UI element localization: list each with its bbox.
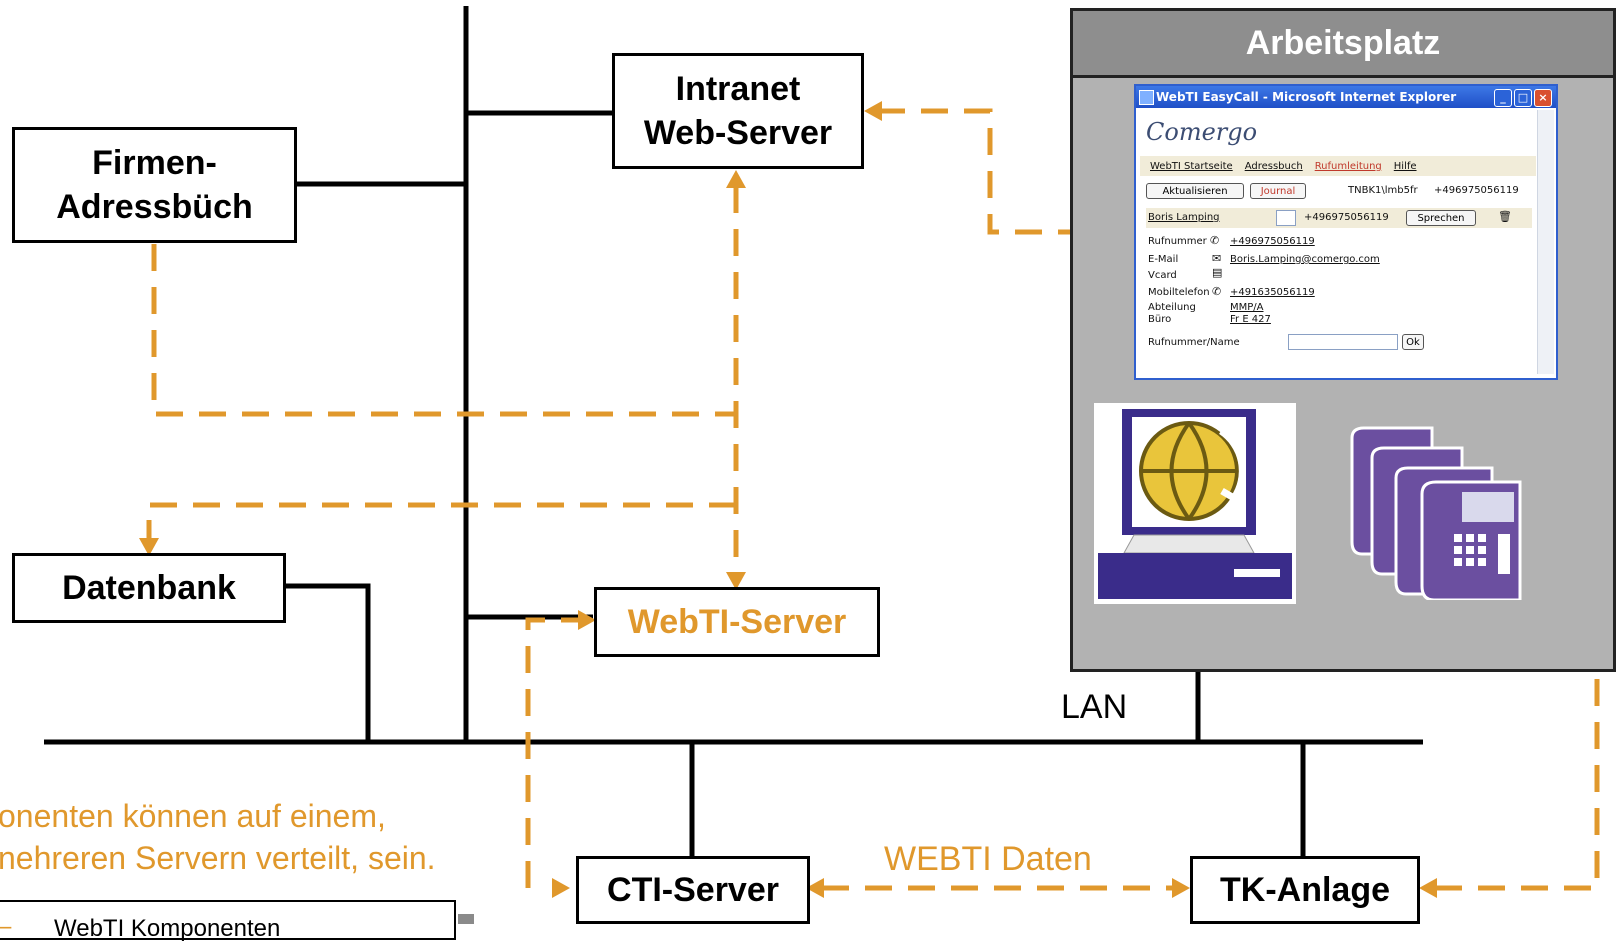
telephone-stack-icon <box>1350 426 1522 600</box>
field-label-email: E-Mail <box>1148 254 1179 265</box>
minimize-icon[interactable]: _ <box>1494 89 1512 107</box>
arrowhead <box>139 538 159 556</box>
contact-select[interactable] <box>1276 210 1296 226</box>
ok-button[interactable]: Ok <box>1402 334 1424 350</box>
browser-titlebar: WebTI EasyCall - Microsoft Internet Expl… <box>1136 86 1556 108</box>
cti-server-node: CTI-Server <box>576 856 810 924</box>
field-label-abteilung: Abteilung <box>1148 302 1196 313</box>
vertical-scrollbar[interactable] <box>1537 110 1554 374</box>
dash-intranet-workstation <box>878 108 1096 235</box>
search-input[interactable] <box>1288 334 1398 350</box>
arrowhead <box>578 610 596 630</box>
connection-lines <box>44 6 1600 898</box>
field-label-mobil: Mobiltelefon <box>1148 287 1210 298</box>
intranet-server-node: Intranet Web-Server <box>612 53 864 169</box>
arrowhead <box>552 878 570 898</box>
trash-icon[interactable]: 🗑 <box>1498 210 1512 223</box>
close-icon[interactable]: × <box>1534 89 1552 107</box>
webti-daten-label: WEBTI Daten <box>884 840 1092 878</box>
firmen-adressbuch-node: Firmen- Adressbüch <box>12 127 297 243</box>
arrowhead <box>1419 878 1437 898</box>
mail-icon: ✉ <box>1212 252 1222 265</box>
field-value-rufnummer[interactable]: +496975056119 <box>1230 236 1315 247</box>
dash-adressbuch-webti <box>151 244 736 417</box>
field-value-email[interactable]: Boris.Lamping@comergo.com <box>1230 254 1380 265</box>
refresh-button[interactable]: Aktualisieren <box>1146 183 1244 199</box>
field-value-mobil[interactable]: +491635056119 <box>1230 287 1315 298</box>
legend-label: WebTI Komponenten <box>54 915 281 942</box>
field-label-buero: Büro <box>1148 314 1172 325</box>
arrowhead <box>864 101 882 121</box>
arrowhead <box>806 878 824 898</box>
browser-window: WebTI EasyCall - Microsoft Internet Expl… <box>1134 84 1558 380</box>
user-number: +496975056119 <box>1434 185 1519 196</box>
note-line-2: nehreren Servern verteilt, sein. <box>0 840 436 876</box>
arrowhead <box>1172 878 1190 898</box>
browser-content: Comergo WebTI Startseite Adressbuch Rufu… <box>1140 110 1536 374</box>
field-value-buero: Fr E 427 <box>1230 314 1271 325</box>
dash-tk-phones <box>1435 509 1600 891</box>
workstation-title: Arbeitsplatz <box>1073 11 1613 78</box>
phone-icon: ✆ <box>1212 285 1222 298</box>
note-line-1: onenten können auf einem, <box>0 798 386 834</box>
legend-mark: – <box>0 913 11 941</box>
contact-number: +496975056119 <box>1304 212 1389 223</box>
nav-startseite[interactable]: WebTI Startseite <box>1150 160 1233 172</box>
webti-server-node: WebTI-Server <box>594 587 880 657</box>
nav-bar: WebTI Startseite Adressbuch Rufumleitung… <box>1140 156 1536 176</box>
speak-button[interactable]: Sprechen <box>1406 210 1476 226</box>
nav-adressbuch[interactable]: Adressbuch <box>1244 160 1303 172</box>
dash-webti-datenbank <box>146 502 736 542</box>
nav-hilfe[interactable]: Hilfe <box>1393 160 1417 172</box>
datenbank-node: Datenbank <box>12 553 286 623</box>
tk-anlage-node: TK-Anlage <box>1190 856 1420 924</box>
arrowhead <box>726 572 746 590</box>
legend-shadow <box>458 914 474 924</box>
journal-button[interactable]: Journal <box>1250 183 1306 199</box>
computer-globe-icon <box>1094 403 1296 604</box>
field-label-rufnummer: Rufnummer <box>1148 236 1207 247</box>
phone-icon: ✆ <box>1210 234 1220 247</box>
search-label: Rufnummer/Name <box>1148 337 1240 348</box>
vcard-icon[interactable]: ▤ <box>1212 266 1223 279</box>
contact-name[interactable]: Boris Lamping <box>1148 212 1220 223</box>
field-label-vcard: Vcard <box>1148 270 1177 281</box>
maximize-icon[interactable]: □ <box>1514 89 1532 107</box>
dash-cti-webti <box>525 617 578 888</box>
ie-app-icon <box>1139 90 1154 105</box>
datenbank-link <box>284 583 466 745</box>
field-value-abteilung: MMP/A <box>1230 302 1264 313</box>
nav-rufumleitung[interactable]: Rufumleitung <box>1314 160 1382 172</box>
user-id: TNBK1\lmb5fr <box>1348 185 1418 196</box>
lan-label: LAN <box>1061 688 1128 726</box>
arrowhead <box>726 170 746 188</box>
browser-title: WebTI EasyCall - Microsoft Internet Expl… <box>1156 90 1457 104</box>
comergo-logo: Comergo <box>1146 118 1258 146</box>
